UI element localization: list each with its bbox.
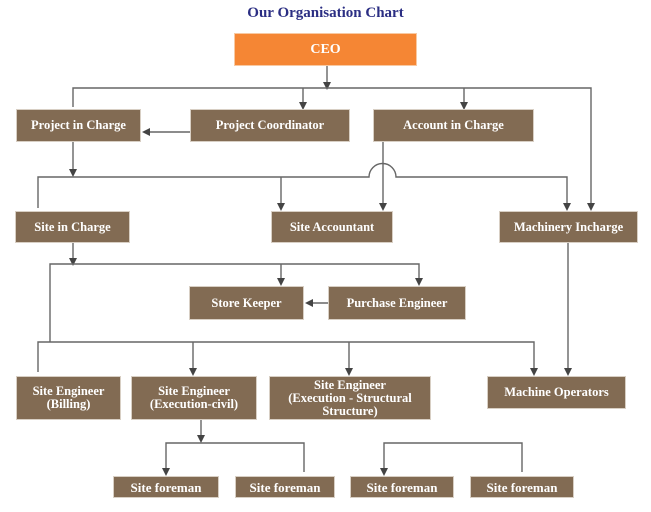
node-account-in-charge: Account in Charge xyxy=(373,109,534,142)
node-site-foreman-3: Site foreman xyxy=(350,476,454,498)
node-store-keeper: Store Keeper xyxy=(189,286,304,320)
node-label: Purchase Engineer xyxy=(346,295,448,310)
node-site-foreman-4: Site foreman xyxy=(470,476,574,498)
node-project-coordinator: Project Coordinator xyxy=(190,109,350,142)
node-label: Site Engineer (Execution - Structural St… xyxy=(288,377,412,418)
connector-project-bus xyxy=(37,162,571,211)
node-label: Project Coordinator xyxy=(215,118,325,132)
node-label: Site foreman xyxy=(130,479,202,495)
node-site-engineer-civil: Site Engineer (Execution-civil) xyxy=(131,376,257,420)
node-site-engineer-billing: Site Engineer (Billing) xyxy=(16,376,121,420)
connector-ceo-bus xyxy=(72,87,595,211)
node-label: Account in Charge xyxy=(403,118,504,132)
node-project-in-charge: Project in Charge xyxy=(16,109,141,142)
node-label: Site foreman xyxy=(486,479,558,495)
node-site-accountant: Site Accountant xyxy=(271,211,393,243)
connector-foreman-bus-1 xyxy=(162,442,305,476)
chart-title: Our Organisation Chart xyxy=(247,5,404,21)
node-site-engineer-structural: Site Engineer (Execution - Structural St… xyxy=(269,376,431,420)
node-label: Site Engineer (Execution-civil) xyxy=(149,384,239,411)
node-machine-operators: Machine Operators xyxy=(487,376,626,409)
connector-site-bus-upper xyxy=(49,263,423,342)
connector-foreman-bus-2 xyxy=(380,442,523,476)
node-label: Site foreman xyxy=(366,479,438,495)
node-site-in-charge: Site in Charge xyxy=(15,211,130,243)
node-label: CEO xyxy=(310,42,341,57)
node-label: Site Accountant xyxy=(289,219,375,234)
node-label: Machine Operators xyxy=(504,385,609,399)
node-site-foreman-1: Site foreman xyxy=(113,476,219,498)
node-label: Project in Charge xyxy=(31,118,126,132)
node-purchase-engineer: Purchase Engineer xyxy=(328,286,466,320)
node-label: Site in Charge xyxy=(34,219,111,234)
node-label: Machinery Incharge xyxy=(513,219,624,234)
connector-site-bus-lower xyxy=(37,341,538,376)
node-label: Site foreman xyxy=(249,479,321,495)
node-label: Store Keeper xyxy=(211,295,282,310)
node-machinery-incharge: Machinery Incharge xyxy=(499,211,638,243)
node-ceo: CEO xyxy=(234,33,417,66)
node-site-foreman-2: Site foreman xyxy=(235,476,335,498)
node-label: Site Engineer (Billing) xyxy=(32,384,105,411)
